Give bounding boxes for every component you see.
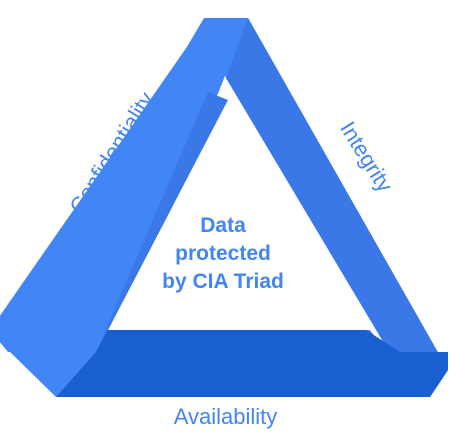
triangle-inner-edge-bottom [96,330,400,352]
triangle-inner-edge-left [96,92,228,352]
triangle-right-shadow [226,18,448,370]
center-caption-line-1: Data [200,214,246,237]
label-availability: Availability [173,404,278,429]
center-caption-line-3: by CIA Triad [162,270,284,293]
center-caption: Data protected by CIA Triad [130,212,316,296]
triangle-outer-left [8,18,248,397]
triangle-inner-hole [108,100,366,330]
triangle-bottom-dark [56,352,448,397]
center-caption-line-2: protected [175,242,271,265]
